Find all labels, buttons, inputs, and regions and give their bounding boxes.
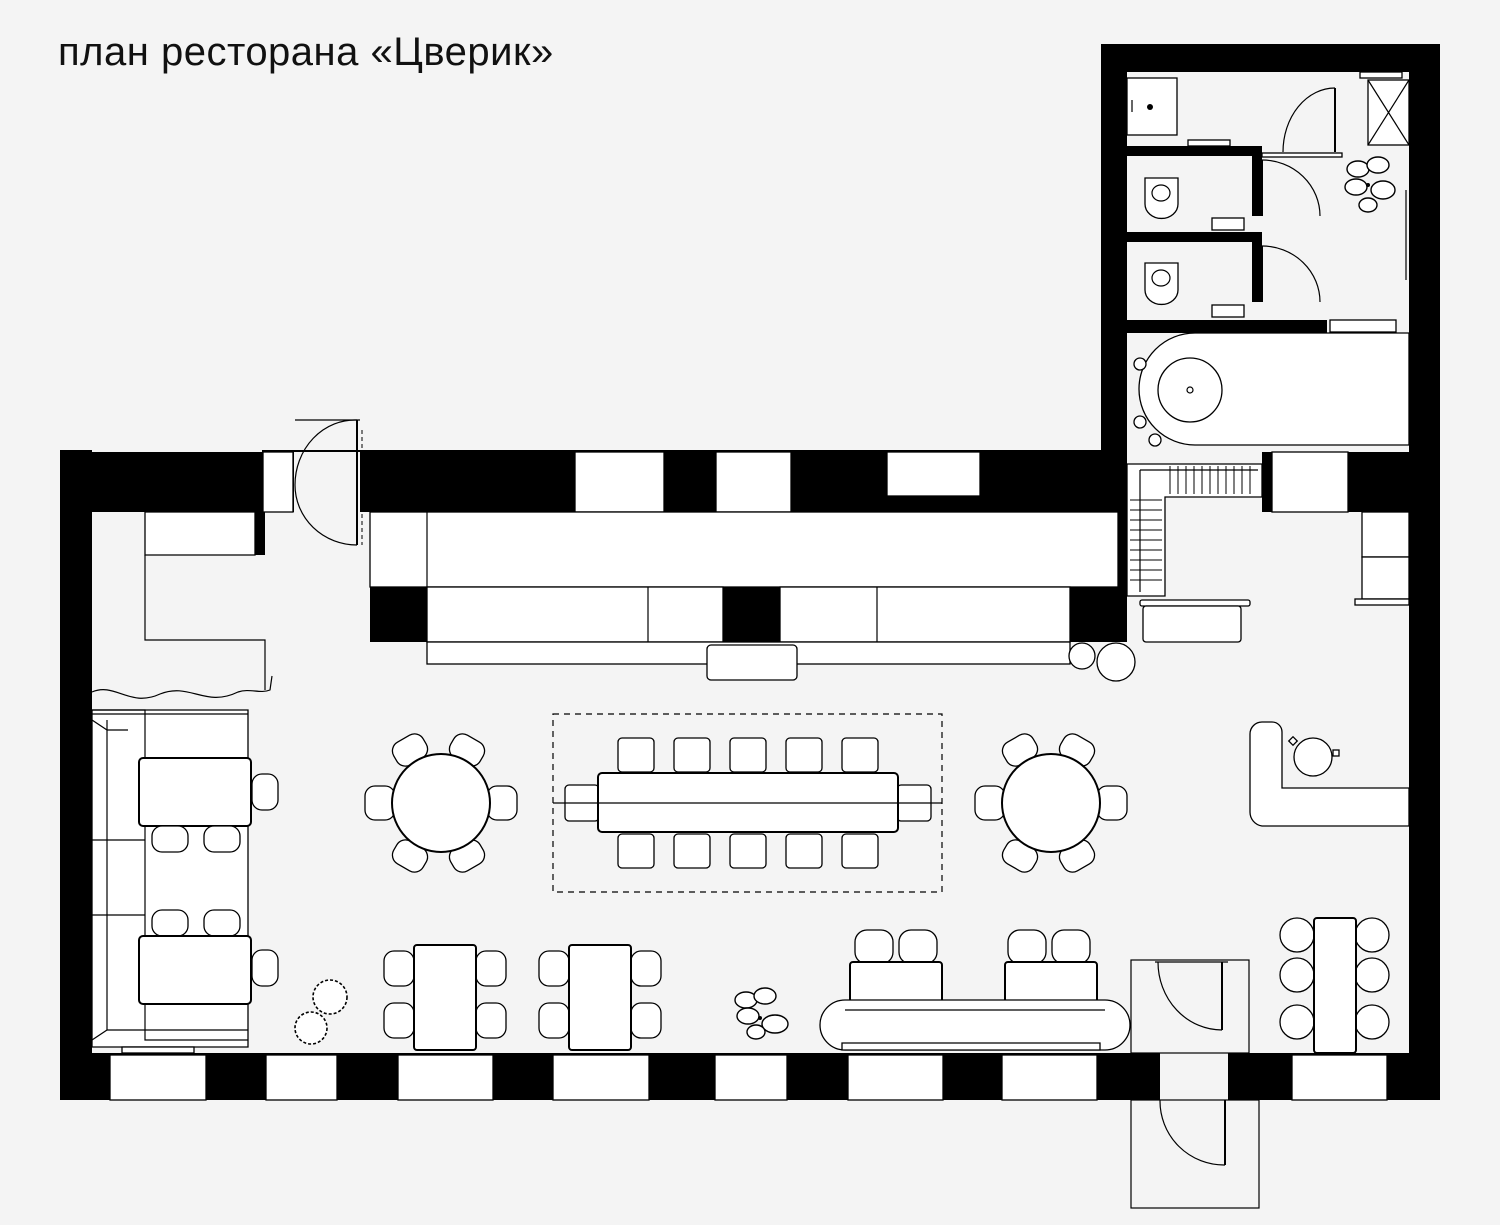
banquet-table xyxy=(552,713,943,893)
annex-lower-wall xyxy=(1118,452,1409,642)
right-bar xyxy=(1249,721,1410,827)
round-table-left xyxy=(364,733,518,873)
bottom-wall-windows xyxy=(109,1053,1430,1101)
long-sofa-area xyxy=(819,929,1131,1051)
wardrobe xyxy=(1126,463,1410,643)
round-table-right xyxy=(974,733,1128,873)
table-bottom-2 xyxy=(538,944,662,1051)
plant-icon xyxy=(294,979,348,1045)
entrance-door-top xyxy=(294,419,363,546)
plant-icon xyxy=(1344,156,1396,213)
table-left-top xyxy=(138,757,279,853)
plant-icon xyxy=(734,987,789,1040)
table-left-bottom xyxy=(138,909,279,1005)
plan-title: план ресторана «Цверик» xyxy=(58,30,554,74)
restrooms xyxy=(1126,71,1410,447)
vestibule xyxy=(1130,959,1260,1209)
table-right-high xyxy=(1279,917,1390,1054)
table-bottom-1 xyxy=(383,944,507,1051)
left-service-area xyxy=(91,511,273,699)
top-wall-openings xyxy=(92,450,1349,513)
bar-counter xyxy=(369,511,1136,682)
